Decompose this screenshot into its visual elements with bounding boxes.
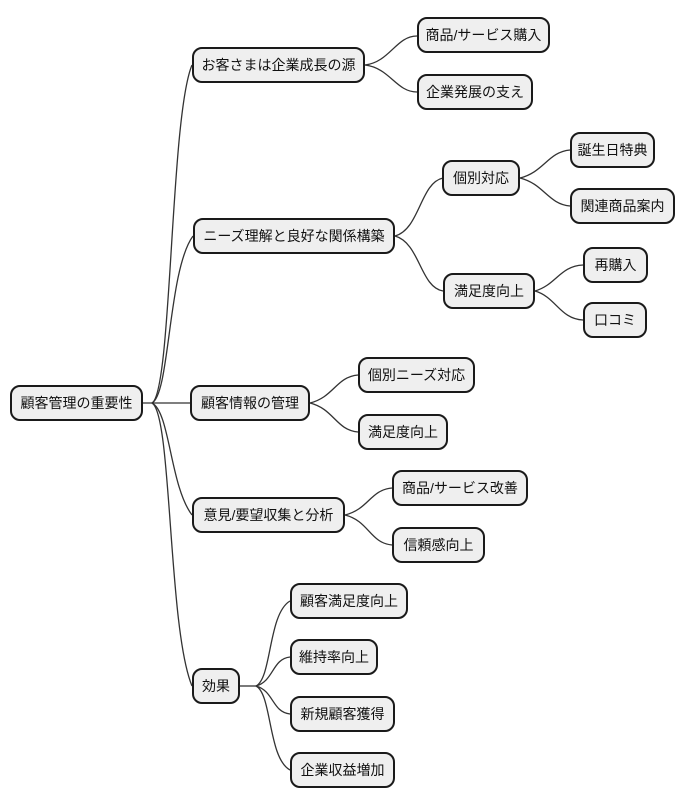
node-product-service-improvement: 商品/サービス改善 [392, 470, 528, 506]
connector [519, 149, 571, 179]
node-birthday-benefit: 誕生日特典 [570, 132, 655, 168]
connector [344, 487, 393, 516]
connector [151, 402, 193, 516]
connector [309, 402, 359, 433]
connector [519, 177, 571, 207]
node-needs-relationship: ニーズ理解と良好な関係構築 [193, 218, 395, 254]
node-repurchase: 再購入 [583, 247, 648, 283]
connector [255, 685, 291, 715]
connector [534, 290, 584, 321]
node-trust-improvement: 信頼感向上 [392, 527, 485, 563]
node-retention-rate-up: 維持率向上 [290, 639, 378, 675]
connector [394, 177, 444, 237]
connector [364, 64, 418, 93]
node-related-products-info: 関連商品案内 [570, 188, 675, 224]
node-new-customer-acquisition: 新規顧客獲得 [290, 696, 395, 732]
connector [255, 656, 291, 687]
connector [534, 264, 584, 292]
connector [394, 235, 444, 292]
connector [255, 600, 291, 687]
node-company-revenue-increase: 企業収益増加 [290, 752, 395, 788]
node-satisfaction-improvement-2: 満足度向上 [358, 414, 448, 450]
connector [344, 514, 393, 546]
node-individual-needs-response: 個別ニーズ対応 [358, 357, 475, 393]
node-customer-satisfaction-up: 顧客満足度向上 [290, 583, 408, 619]
node-root: 顧客管理の重要性 [10, 385, 143, 421]
connector [151, 235, 194, 404]
connector [255, 685, 291, 771]
node-customers-growth-source: お客さまは企業成長の源 [192, 47, 365, 83]
connector [364, 35, 418, 66]
node-word-of-mouth: 口コミ [583, 302, 647, 338]
connector [309, 374, 359, 404]
node-feedback-collection-analysis: 意見/要望収集と分析 [192, 497, 345, 533]
connector [151, 64, 193, 404]
node-product-service-purchase: 商品/サービス購入 [417, 17, 550, 53]
connector [151, 402, 193, 687]
node-effects: 効果 [192, 668, 240, 704]
node-individual-response: 個別対応 [442, 160, 520, 196]
node-company-development-support: 企業発展の支え [417, 74, 533, 110]
node-customer-info-management: 顧客情報の管理 [190, 385, 310, 421]
node-satisfaction-improvement: 満足度向上 [443, 273, 535, 309]
